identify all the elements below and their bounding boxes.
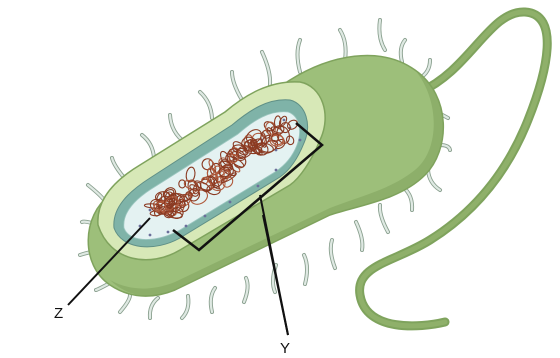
ribosome [283,119,286,122]
ribosome [229,201,232,204]
ribosome [185,225,188,228]
ribosome [167,231,170,234]
ribosome [257,185,260,188]
label-y: Y [280,340,290,357]
ribosome [149,209,152,212]
pilus-core [88,185,104,200]
ribosome [299,139,302,142]
label-z: Z [54,305,63,322]
ribosome [149,234,152,237]
ribosome [275,169,278,172]
ribosome [204,215,207,218]
